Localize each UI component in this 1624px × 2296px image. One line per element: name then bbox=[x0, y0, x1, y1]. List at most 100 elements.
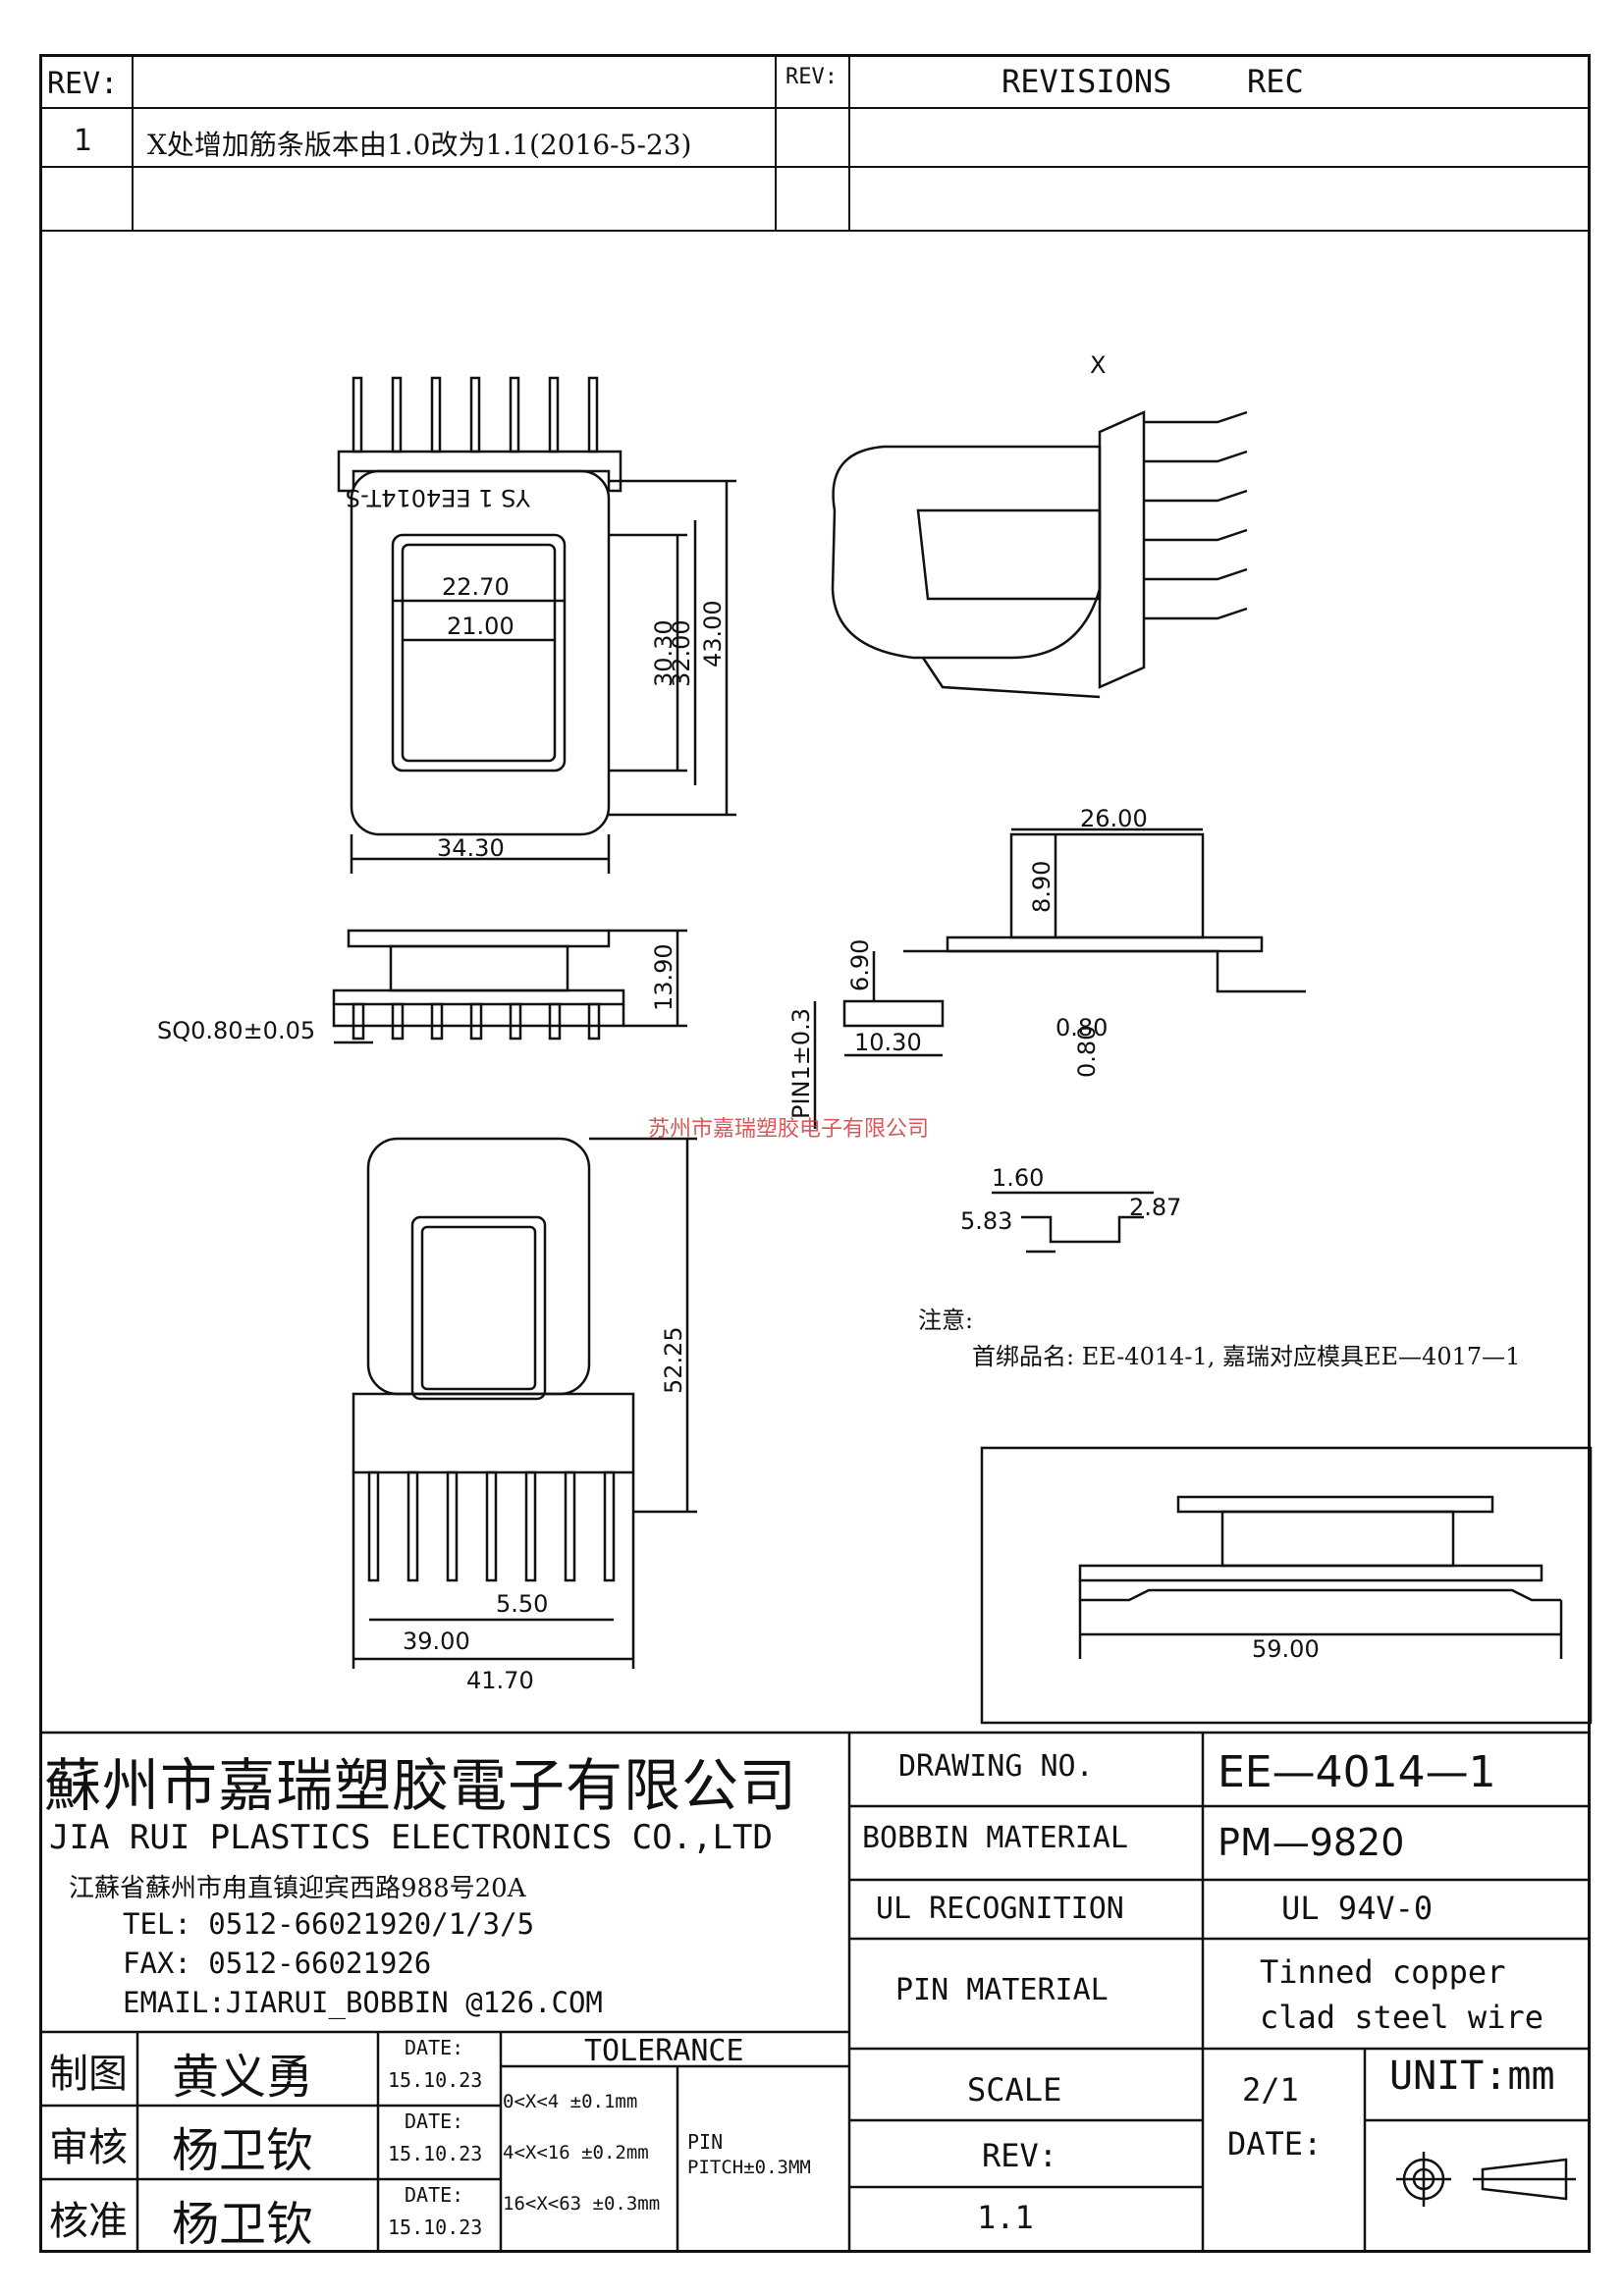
front-engraving: YS 1 EE4014T-S bbox=[346, 484, 531, 511]
note-title: 注意: bbox=[918, 1307, 974, 1334]
dim-k: 26.00 bbox=[1080, 805, 1148, 832]
drawing-no-label: DRAWING NO. bbox=[898, 1749, 1094, 1784]
front-view-window-inner bbox=[401, 543, 557, 763]
watermark-text: 苏州市嘉瑞塑胶电子有限公司 bbox=[648, 1117, 930, 1142]
inset-view-base bbox=[1078, 1580, 1561, 1602]
inset-view-flange-top bbox=[1176, 1495, 1494, 1514]
side-view-pins bbox=[352, 1002, 601, 1041]
rev-label: REV: bbox=[982, 2137, 1058, 2174]
dim-g2: 21.00 bbox=[447, 613, 514, 640]
top-view-body bbox=[366, 1137, 591, 1396]
top-view-base bbox=[352, 1392, 635, 1474]
dim-m: 52.25 bbox=[660, 1326, 687, 1394]
signoff-role-draw: 制图 bbox=[49, 2052, 128, 2097]
revision-row-description: X处增加筋条版本由1.0改为1.1(2016-5-23) bbox=[147, 129, 692, 161]
front-view-body bbox=[350, 469, 611, 836]
dim-b-detail: 2.87 bbox=[1129, 1194, 1181, 1221]
dim-o: 39.00 bbox=[403, 1628, 470, 1655]
tolerance-row-1: 0<X<4 ±0.1mm bbox=[503, 2091, 638, 2112]
signoff-date-label-review: DATE: bbox=[405, 2109, 464, 2133]
front-view-window-outer bbox=[391, 533, 567, 773]
signoff-date-review: 15.10.23 bbox=[388, 2142, 483, 2165]
scale-label: SCALE bbox=[967, 2071, 1062, 2109]
dim-g1: 22.70 bbox=[442, 573, 510, 601]
tolerance-row-3: 16<X<63 ±0.3mm bbox=[503, 2193, 661, 2215]
front-view-pins bbox=[352, 376, 599, 454]
rev-value: 1.1 bbox=[977, 2199, 1034, 2236]
pin-detail-profile bbox=[1021, 1215, 1144, 1244]
bobbin-drawing: X YS 1 EE4014T-S 22.70 21.00 30.30 32.00… bbox=[157, 351, 1593, 1725]
inset-view-core bbox=[1220, 1510, 1455, 1568]
inset-view-box bbox=[980, 1446, 1593, 1725]
signoff-date-draw: 15.10.23 bbox=[388, 2068, 483, 2092]
revision-table bbox=[39, 54, 1591, 232]
detail-view-pin-block bbox=[842, 999, 945, 1028]
ul-label: UL RECOGNITION bbox=[876, 1892, 1124, 1926]
signoff-name-draw: 黄义勇 bbox=[172, 2050, 314, 2105]
dim-h1: 32.00 bbox=[668, 619, 695, 687]
pin-material-line1: Tinned copper bbox=[1260, 1953, 1506, 1991]
side-view-flange-top bbox=[347, 929, 611, 948]
side-view-flange-bottom bbox=[332, 988, 625, 1006]
rev-header-2: REV: bbox=[785, 65, 838, 89]
dim-p: 0.80 bbox=[1056, 1014, 1108, 1041]
revisions-label: REVISIONS bbox=[1001, 63, 1172, 100]
inset-view-flange-bottom bbox=[1078, 1564, 1543, 1582]
date-label: DATE: bbox=[1227, 2125, 1323, 2163]
unit-label: UNIT:mm bbox=[1389, 2054, 1555, 2099]
signoff-role-review: 审核 bbox=[49, 2125, 128, 2170]
dim-pin: PIN1±0.3 bbox=[787, 1008, 815, 1119]
dim-h2: 30.30 bbox=[650, 619, 677, 687]
tolerance-pin-pitch: PITCH±0.3MM bbox=[687, 2157, 811, 2178]
iso-view-base bbox=[921, 657, 1101, 699]
dim-sq: SQ0.80±0.05 bbox=[157, 1017, 315, 1044]
signoff-role-approve: 核准 bbox=[49, 2199, 128, 2244]
drawing-frame bbox=[39, 54, 1591, 2253]
iso-view-body bbox=[831, 445, 1102, 660]
signoff-date-approve: 15.10.23 bbox=[388, 2216, 483, 2239]
detail-view-flange bbox=[946, 935, 1264, 953]
company-fax: FAX: 0512-66021926 bbox=[123, 1947, 432, 1980]
dim-c: 5.83 bbox=[960, 1207, 1012, 1235]
iso-view-flange bbox=[1098, 410, 1146, 689]
pin-material-label: PIN MATERIAL bbox=[895, 1973, 1109, 2007]
dim-j: 34.30 bbox=[437, 834, 505, 862]
tolerance-pin-label: PIN bbox=[687, 2130, 724, 2154]
company-address: 江蘇省蘇州市甪直镇迎宾西路988号20A bbox=[69, 1874, 526, 1903]
top-view-window-inner bbox=[420, 1225, 537, 1391]
dim-p2: 0.80 bbox=[1073, 1026, 1101, 1078]
pin-material-line2: clad steel wire bbox=[1260, 1999, 1543, 2036]
detail-view-profile bbox=[903, 949, 1306, 993]
side-view-base bbox=[332, 1004, 625, 1028]
revision-row-number: 1 bbox=[74, 124, 93, 158]
signoff-date-label-draw: DATE: bbox=[405, 2036, 464, 2059]
company-tel: TEL: 0512-66021920/1/3/5 bbox=[123, 1907, 535, 1941]
dim-d1: 10.30 bbox=[854, 1029, 922, 1056]
dim-inset-a: 59.00 bbox=[1252, 1635, 1320, 1663]
rec-label: REC bbox=[1247, 63, 1304, 100]
dim-d: 13.90 bbox=[650, 943, 677, 1011]
dim-f: 8.90 bbox=[1028, 861, 1056, 913]
front-view-top-rail bbox=[337, 450, 623, 493]
tolerance-title: TOLERANCE bbox=[584, 2034, 744, 2068]
dim-n: 41.70 bbox=[466, 1667, 534, 1694]
bobbin-material-label: BOBBIN MATERIAL bbox=[862, 1821, 1128, 1855]
scale-value: 2/1 bbox=[1242, 2071, 1299, 2109]
signoff-date-label-approve: DATE: bbox=[405, 2183, 464, 2207]
iso-view-window bbox=[916, 508, 1102, 601]
dim-a: 1.60 bbox=[992, 1164, 1044, 1192]
tolerance-row-2: 4<X<16 ±0.2mm bbox=[503, 2142, 649, 2163]
title-block-grid bbox=[39, 1731, 1591, 2253]
bobbin-material-value: PM—9820 bbox=[1218, 1821, 1405, 1864]
signoff-name-review: 杨卫钦 bbox=[172, 2123, 314, 2178]
dim-e: 6.90 bbox=[846, 939, 874, 991]
rev-header: REV: bbox=[47, 67, 119, 101]
company-email: EMAIL:JIARUI_BOBBIN @126.COM bbox=[123, 1986, 603, 2019]
company-name-cn: 蘇州市嘉瑞塑胶電子有限公司 bbox=[44, 1752, 798, 1819]
signoff-name-approve: 杨卫钦 bbox=[172, 2197, 314, 2252]
ul-value: UL 94V-0 bbox=[1281, 1890, 1434, 1927]
drawing-no-value: EE—4014—1 bbox=[1218, 1747, 1496, 1797]
dim-i: 43.00 bbox=[699, 600, 727, 667]
company-name-en: JIA RUI PLASTICS ELECTRONICS CO.,LTD bbox=[49, 1818, 773, 1857]
view-label-x: X bbox=[1090, 351, 1106, 379]
